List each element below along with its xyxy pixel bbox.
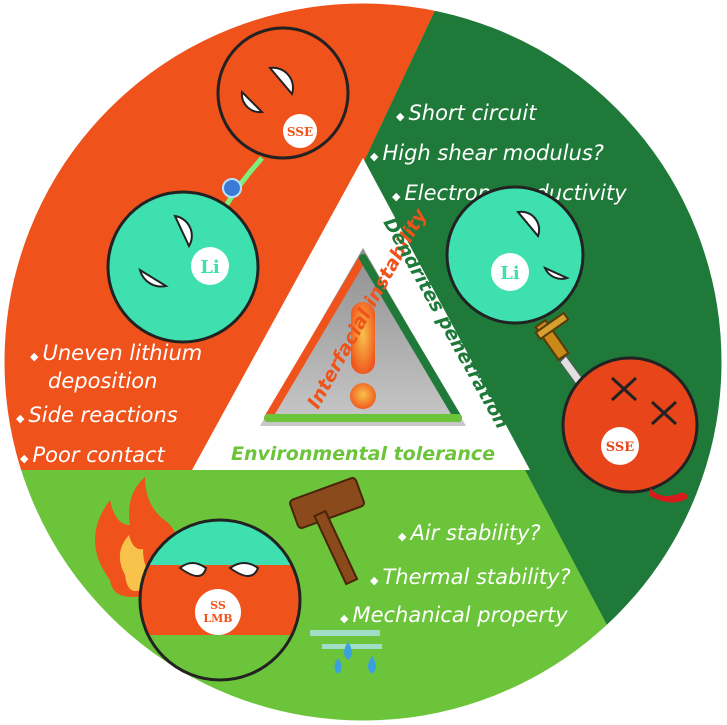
environmental-title: Environmental tolerance <box>231 443 495 465</box>
environmental-bullet-3: ◆Mechanical property <box>340 603 568 627</box>
eye-icon <box>173 214 193 249</box>
li-ball-right: Li <box>445 185 585 325</box>
blood-drip-icon <box>650 488 688 503</box>
environmental-bullet-2: ◆Thermal stability? <box>370 565 571 589</box>
dendrites-bullet-1: ◆Short circuit <box>396 101 537 125</box>
sse-right-label: SSE <box>606 440 634 455</box>
environmental-bullet-list: ◆Air stability? ◆Thermal stability? ◆Mec… <box>340 521 571 627</box>
sword-icon <box>534 311 583 385</box>
sector-dendrites <box>360 2 723 722</box>
sslmb-label-2: LMB <box>203 612 232 625</box>
warning-edge-orange <box>264 254 367 422</box>
sse-ball-top: SSE <box>216 26 350 160</box>
exclamation-bar <box>351 302 375 374</box>
exclamation-dot <box>350 383 376 409</box>
interfacial-bullet-list: ◆Uneven lithium deposition ◆Side reactio… <box>16 341 202 467</box>
environmental-bullet-1: ◆Air stability? <box>398 521 541 545</box>
eye-icon <box>228 562 260 577</box>
x-eye-icon <box>650 400 678 426</box>
sslmb-label-1: SS <box>210 599 226 612</box>
x-eye-icon <box>610 376 638 402</box>
eye-icon <box>516 210 541 238</box>
li-left-label: Li <box>200 257 220 278</box>
sslmb-ball: SS LMB <box>138 518 302 682</box>
gavel-icon <box>289 477 365 586</box>
li-ball-left: Li <box>106 190 260 344</box>
li-right-label: Li <box>500 263 520 284</box>
interfacial-bullet-1-cont: deposition <box>48 369 157 393</box>
eye-icon <box>138 267 169 288</box>
eye-icon <box>543 266 570 280</box>
interfacial-bullet-3: ◆Poor contact <box>20 443 165 467</box>
sse-top-label: SSE <box>287 125 313 139</box>
eye-icon <box>268 66 294 97</box>
dendrites-bullet-2: ◆High shear modulus? <box>370 141 604 165</box>
interfacial-bullet-1: ◆Uneven lithium <box>30 341 202 365</box>
eye-icon <box>240 89 265 114</box>
sse-ball-right: SSE <box>561 356 699 503</box>
interfacial-bullet-2: ◆Side reactions <box>16 403 178 427</box>
dendrite-spark-icon <box>219 156 264 214</box>
eye-icon <box>178 562 208 577</box>
warning-edge-darkgreen <box>359 254 462 422</box>
water-droplets-icon <box>310 630 382 674</box>
